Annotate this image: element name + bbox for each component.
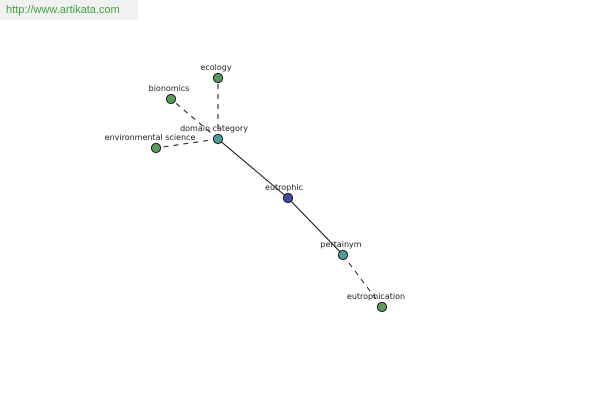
node-label-ecology: ecology xyxy=(200,63,231,72)
edge-eutrophic-to-domain-category xyxy=(217,138,289,199)
node-label-pertainym: pertainym xyxy=(320,240,361,249)
node-marker-ecology[interactable] xyxy=(212,72,224,84)
node-label-bionomics: bionomics xyxy=(149,84,190,93)
node-marker-bionomics[interactable] xyxy=(165,93,177,105)
node-eutrophication[interactable]: eutrophication xyxy=(347,292,405,313)
node-marker-eutrophication[interactable] xyxy=(376,301,388,313)
edge-eutrophic-to-pertainym xyxy=(287,197,344,256)
node-bionomics[interactable]: bionomics xyxy=(149,84,190,105)
edges-layer xyxy=(155,78,383,308)
node-label-eutrophication: eutrophication xyxy=(347,292,405,301)
node-label-domain-category: domain category xyxy=(180,124,248,133)
node-pertainym[interactable]: pertainym xyxy=(320,240,362,261)
node-marker-eutrophic[interactable] xyxy=(282,192,294,204)
node-label-eutrophic: eutrophic xyxy=(265,183,303,192)
edge-domain-category-to-bionomics xyxy=(170,98,219,140)
node-domain-category[interactable]: domain category xyxy=(180,124,248,145)
node-marker-pertainym[interactable] xyxy=(337,249,349,261)
node-marker-domain-category[interactable] xyxy=(212,133,224,145)
node-label-environmental-science: environmental science xyxy=(105,133,196,142)
edge-pertainym-to-eutrophication xyxy=(342,254,383,308)
watermark-url[interactable]: http://www.artikata.com xyxy=(0,0,138,20)
nodes-layer: ecology bionomics domain categoryenvironme… xyxy=(105,63,405,313)
node-ecology[interactable]: ecology xyxy=(200,63,232,84)
edge-domain-category-to-environmental-science xyxy=(155,138,219,149)
node-environmental-science[interactable]: environmental science xyxy=(105,133,196,154)
node-marker-environmental-science[interactable] xyxy=(150,142,162,154)
node-eutrophic[interactable]: eutrophic xyxy=(265,183,303,204)
